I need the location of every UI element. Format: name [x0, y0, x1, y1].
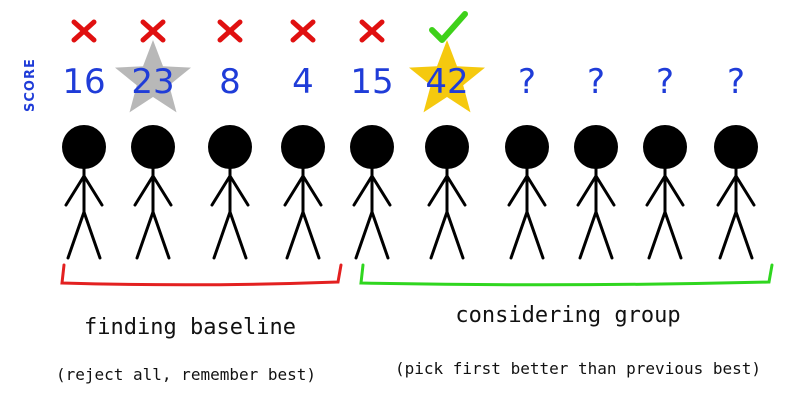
candidate-score: 23 — [131, 62, 174, 102]
candidate-stick-figure — [714, 125, 758, 260]
candidate-score: 16 — [62, 62, 105, 102]
accepted-check-icon — [429, 11, 468, 43]
rejected-cross-icon — [140, 19, 166, 43]
candidate-stick-figure — [505, 125, 549, 260]
gold-star-icon — [409, 40, 485, 113]
baseline-subtitle: (reject all, remember best) — [56, 365, 316, 384]
candidate-score: ? — [656, 62, 674, 102]
score-axis-label: SCORE — [23, 58, 38, 112]
candidate-stick-figure — [574, 125, 618, 260]
candidate-stick-figure — [62, 125, 106, 260]
candidate-score: ? — [727, 62, 745, 102]
marks-layer — [71, 11, 468, 43]
baseline-title: finding baseline — [84, 315, 296, 340]
candidate-stick-figure — [350, 125, 394, 260]
baseline-bracket — [60, 263, 343, 287]
rejected-cross-icon — [359, 19, 385, 43]
rejected-cross-icon — [290, 19, 316, 43]
candidate-stick-figure — [425, 125, 469, 260]
candidate-stick-figure — [281, 125, 325, 260]
stars-layer — [115, 40, 485, 113]
candidate-score: ? — [518, 62, 536, 102]
candidate-score: 15 — [350, 62, 393, 102]
candidate-stick-figure — [643, 125, 687, 260]
scores-layer: 16 23 8 4 15 42???? — [62, 62, 745, 102]
rejected-cross-icon — [217, 19, 243, 43]
candidate-stick-figure — [208, 125, 252, 260]
considering-bracket — [359, 263, 774, 287]
rejected-cross-icon — [71, 19, 97, 43]
candidate-score: ? — [587, 62, 605, 102]
considering-title: considering group — [455, 303, 680, 328]
candidate-score: 4 — [292, 62, 314, 102]
figures-layer — [62, 125, 758, 260]
gray-star-icon — [115, 40, 191, 113]
candidate-score: 8 — [219, 62, 241, 102]
candidate-score: 42 — [425, 62, 468, 102]
considering-subtitle: (pick first better than previous best) — [395, 359, 761, 378]
candidate-stick-figure — [131, 125, 175, 260]
